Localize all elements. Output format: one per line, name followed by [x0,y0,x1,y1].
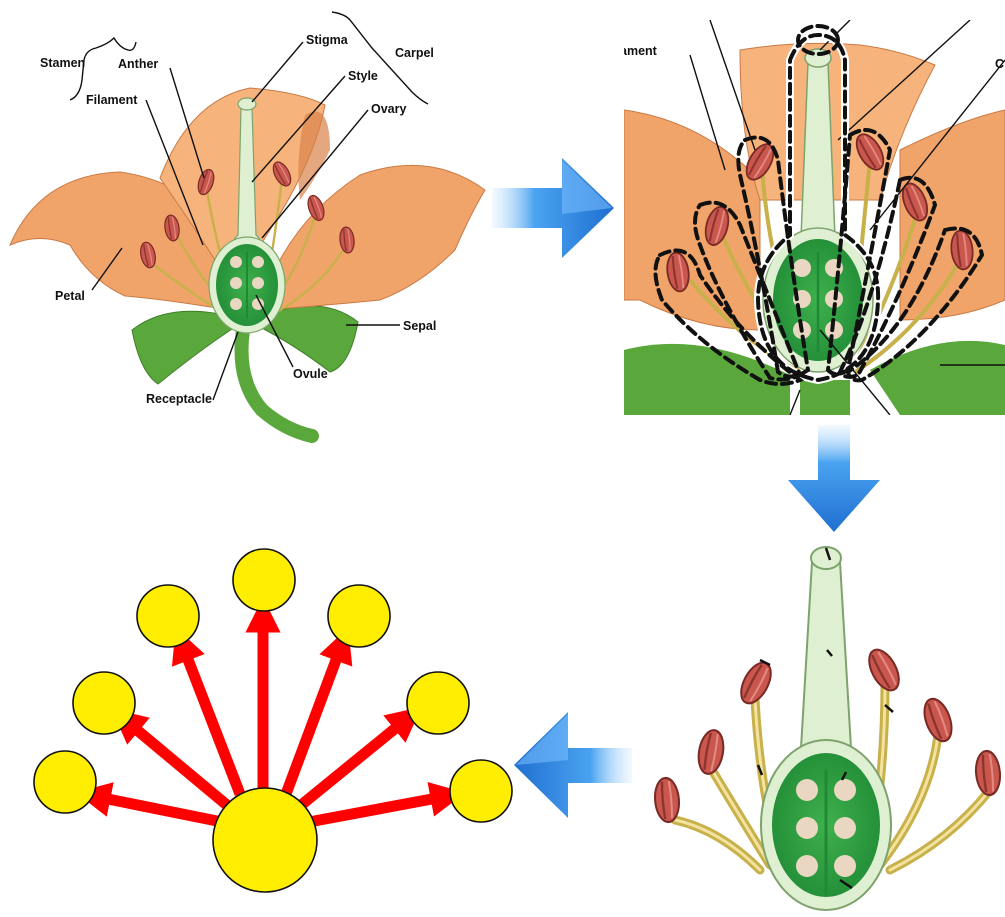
flower-diagram-panel: Stamen Anther Filament Stigma Carpel Sty… [10,12,485,436]
edge-1 [93,796,222,822]
graph-node [407,672,469,734]
arrow-right-icon [492,158,614,258]
graph-node [137,585,199,647]
extracted-parts-panel [653,547,1002,910]
edge-5 [286,644,342,794]
label-filament: Filament [86,93,138,107]
label-petal: Petal [55,289,85,303]
label-ovule: Ovule [293,367,328,381]
graph-node [233,549,295,611]
label-ovary: Ovary [371,102,406,116]
graph-node [328,585,390,647]
label-stamen: Stamen [40,56,85,70]
label-receptacle: Receptacle [146,392,212,406]
label-style: Style [348,69,378,83]
graph-center-node [213,788,317,892]
label-anther: Anther [118,57,158,71]
segmented-zoom-panel: ament C [620,20,1005,415]
graph-node [34,751,96,813]
graph-node [450,760,512,822]
label-sepal: Sepal [403,319,436,333]
graph-panel [34,549,512,892]
arrow-down-icon [788,425,880,532]
edge-6 [300,718,408,806]
arrow-left-icon [514,712,632,818]
graph-node [73,672,135,734]
zoom-label-carpel: C [995,57,1004,71]
edge-7 [309,796,448,822]
label-stigma: Stigma [306,33,349,47]
label-carpel: Carpel [395,46,434,60]
zoom-label-filament: ament [620,44,658,58]
